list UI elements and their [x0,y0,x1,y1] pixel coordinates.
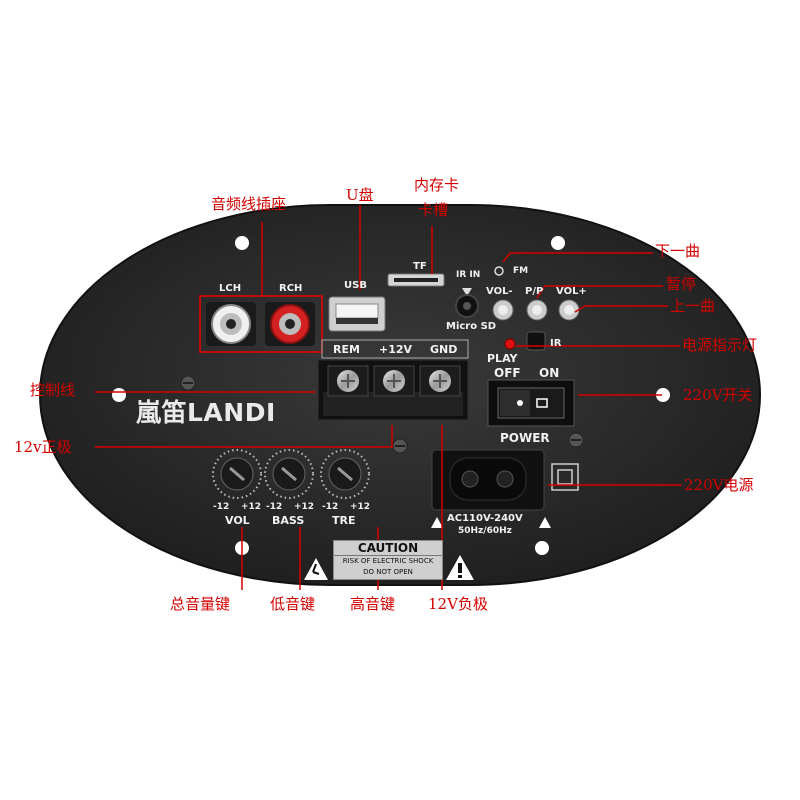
mount-hole-right [656,388,670,402]
callout-treble-key: 高音键 [350,595,396,613]
label-off: OFF [494,366,521,380]
caution-title: CAUTION [334,541,442,556]
callout-bass-key: 低音键 [270,595,316,613]
label-bass-max: +12 [294,502,315,512]
label-on: ON [539,366,560,380]
fm-indicator-icon [494,266,504,276]
mount-hole-bottom-right [535,541,549,555]
mount-hole-left [112,388,126,402]
brand-logo: 嵐笛LANDI [136,398,276,427]
label-rch: RCH [279,283,303,294]
button-play-pause [526,299,548,321]
label-vol-max: +12 [241,502,262,512]
callout-power-led: 电源指示灯 [682,336,758,354]
label-vol-min: -12 [213,502,230,512]
callout-audio-jack: 音频线插座 [211,195,287,213]
label-micro-sd: Micro SD [446,321,497,332]
rca-callout-box [199,295,323,353]
callout-prev-track: 上一曲 [670,297,716,315]
label-play: PLAY [487,352,518,365]
screw-lower [392,438,408,454]
label-tre-min: -12 [322,502,339,512]
callout-usb-disk: U盘 [346,186,374,204]
caution-label: CAUTION RISK OF ELECTRIC SHOCK DO NOT OP… [333,540,443,580]
label-ir: IR [550,338,562,349]
label-fm: FM [513,266,529,276]
rca-jack-left [206,302,256,346]
label-tre-max: +12 [350,502,371,512]
callout-pause: 暂停 [666,275,697,293]
callout-plus-12v: 12v正极 [14,438,72,456]
callout-switch-220v: 220V开关 [683,386,753,404]
callout-minus-12v: 12V负极 [428,595,488,613]
label-power: POWER [500,431,550,445]
callout-next-track: 下一曲 [655,242,701,260]
power-led [504,338,516,350]
label-lch: LCH [219,283,242,294]
callout-card-slot-line2: 卡槽 [418,201,449,219]
screw-right [568,432,584,448]
ir-in-jack [455,288,479,318]
label-ac-freq: 50Hz/60Hz [458,526,512,536]
terminal-label-frame [321,339,469,359]
mount-hole-top-left [235,236,249,250]
label-gnd: GND [430,343,458,356]
button-vol-minus [492,299,514,321]
label-vol-minus: VOL- [486,286,513,297]
screw-left [180,375,196,391]
caution-line-1: RISK OF ELECTRIC SHOCK [342,557,434,565]
button-vol-plus [558,299,580,321]
label-play-pause: P/P [525,286,544,297]
label-bass-min: -12 [266,502,283,512]
callout-power-220v: 220V电源 [684,476,754,494]
power-switch [487,379,575,427]
warning-triangle-icon [304,517,551,580]
ir-receiver [526,331,546,351]
rca-jack-right [265,302,315,346]
knob-bass [264,449,314,499]
callout-card-slot-line1: 内存卡 [414,176,460,194]
label-rem: REM [333,343,360,356]
knob-treble [320,449,370,499]
label-tre: TRE [332,514,356,527]
ac-power-inlet [431,449,545,511]
callout-control-line: 控制线 [30,381,76,399]
label-usb: USB [344,280,367,291]
usb-port [328,296,386,332]
knob-vol [212,449,262,499]
label-vol: VOL [225,514,250,527]
label-vol-plus: VOL+ [556,286,587,297]
label-plus12v: +12V [379,343,413,356]
callout-master-volume: 总音量键 [170,595,231,613]
double-insulation-icon [551,463,579,491]
label-ir-in: IR IN [456,270,481,280]
label-tf: TF [413,261,427,272]
caution-line-2: DO NOT OPEN [363,568,413,576]
terminal-block [317,359,469,421]
label-bass: BASS [272,514,305,527]
label-ac-rating: AC110V-240V [447,513,523,524]
mount-hole-top-right [551,236,565,250]
